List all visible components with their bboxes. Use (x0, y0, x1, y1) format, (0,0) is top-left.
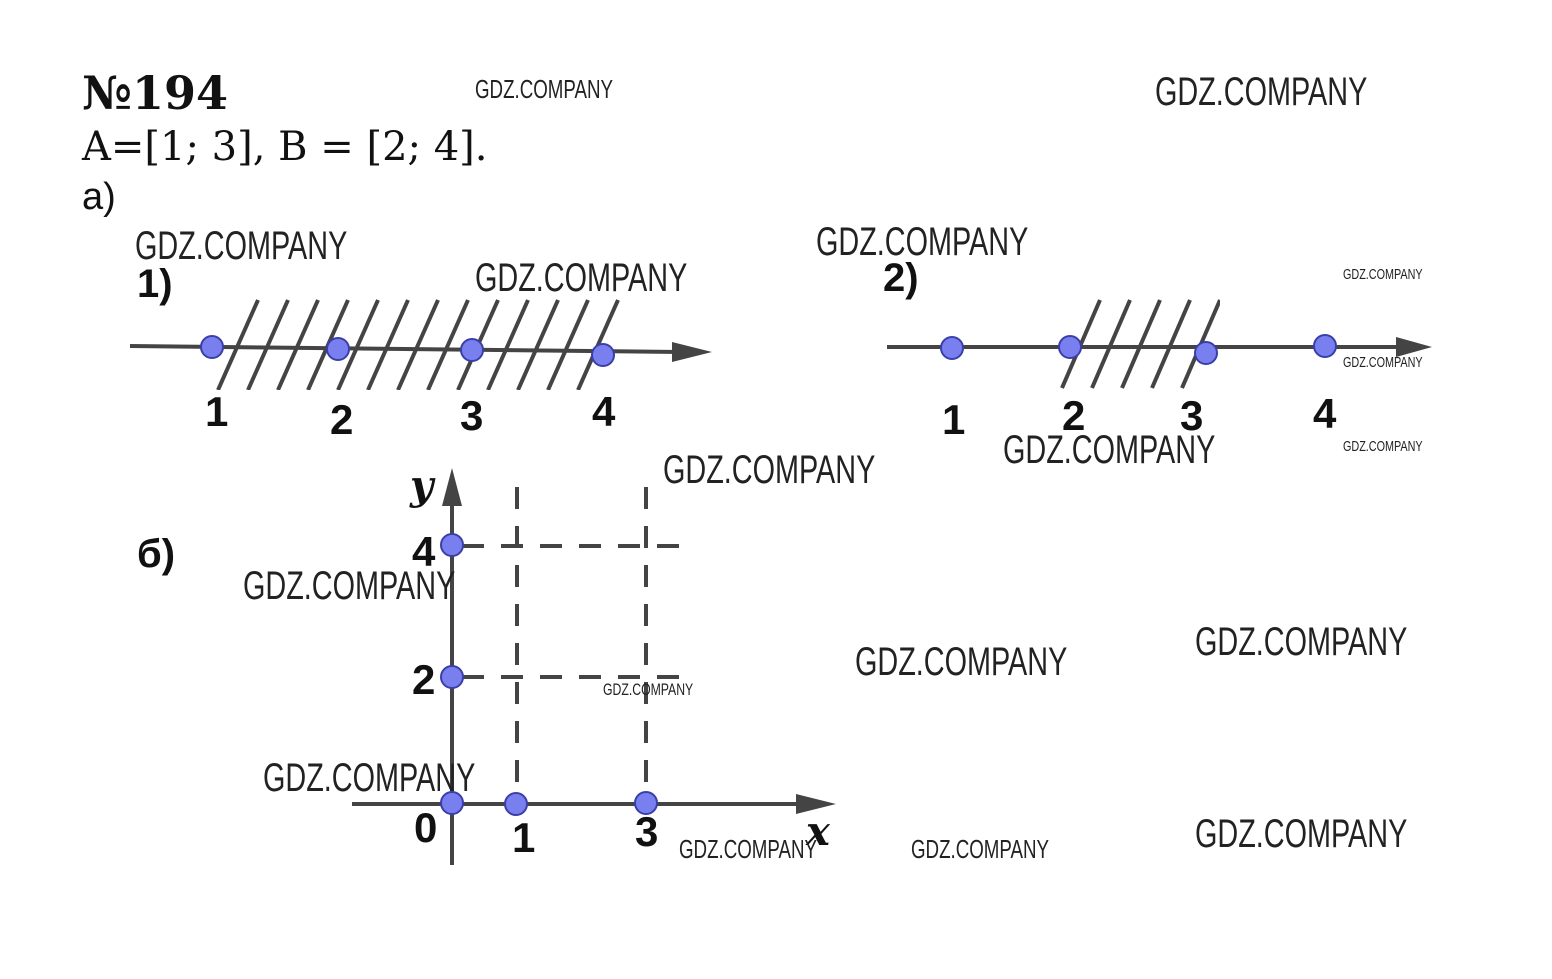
watermark: GDZ.COMPANY (663, 448, 876, 492)
watermark: GDZ.COMPANY (679, 834, 817, 864)
y-tick-4: 4 (412, 528, 436, 575)
sets-definition: A=[1; 3], B = [2; 4]. (82, 124, 488, 170)
line1-point-3 (460, 338, 484, 362)
watermark: GDZ.COMPANY (1343, 438, 1423, 455)
line2-tick-3: 3 (1180, 392, 1204, 439)
x-tick-1: 1 (512, 814, 536, 861)
watermark: GDZ.COMPANY (243, 564, 456, 608)
watermark: GDZ.COMPANY (475, 74, 613, 104)
coordinate-plane (352, 468, 836, 865)
line2-point-4 (1313, 334, 1337, 358)
watermark: GDZ.COMPANY (1195, 812, 1408, 856)
dashed-lines (462, 487, 690, 800)
line1-tick-3: 3 (460, 392, 484, 439)
line1-tick-2: 2 (330, 396, 354, 443)
watermark: GDZ.COMPANY (911, 834, 1049, 864)
watermark: GDZ.COMPANY (1155, 70, 1368, 114)
y-axis-arrow-icon (442, 468, 462, 506)
line1-point-1 (200, 335, 224, 359)
problem-number: №194 (82, 66, 229, 120)
x-axis-arrow-icon (796, 794, 836, 814)
line2-point-1 (940, 336, 964, 360)
watermark: GDZ.COMPANY (816, 220, 1029, 264)
x-point-1 (504, 792, 528, 816)
line2-tick-1: 1 (942, 396, 966, 443)
watermark: GDZ.COMPANY (263, 756, 476, 800)
y-point-2 (440, 665, 464, 689)
line2-hatching (1060, 299, 1220, 389)
y-point-4 (440, 533, 464, 557)
line1-tick-1: 1 (205, 388, 229, 435)
watermark: GDZ.COMPANY (475, 256, 688, 300)
x-point-3 (634, 791, 658, 815)
part-b-label: б) (137, 532, 176, 576)
line1-arrow-icon (672, 342, 712, 362)
part-a-label: а) (82, 176, 116, 218)
line2-tick-4: 4 (1313, 390, 1337, 437)
line1-point-2 (326, 337, 350, 361)
line2-tick-2: 2 (1062, 392, 1086, 439)
line1-tick-4: 4 (592, 388, 616, 435)
watermark: GDZ.COMPANY (603, 680, 694, 699)
watermark: GDZ.COMPANY (135, 224, 348, 268)
number-line-1 (129, 299, 712, 390)
line1-label: 1) (137, 262, 173, 306)
number-line-2 (887, 299, 1432, 389)
x-tick-3: 3 (635, 808, 659, 855)
watermark: GDZ.COMPANY (1195, 620, 1408, 664)
y-tick-2: 2 (412, 656, 436, 703)
watermark: GDZ.COMPANY (1003, 428, 1216, 472)
y-axis-label: y (410, 462, 434, 509)
watermark: GDZ.COMPANY (855, 640, 1068, 684)
watermark: GDZ.COMPANY (1343, 266, 1423, 283)
line2-point-3 (1194, 341, 1218, 365)
watermark: GDZ.COMPANY (1343, 354, 1423, 371)
x-tick-0: 0 (414, 804, 438, 851)
line1-point-4 (591, 343, 615, 367)
line2-label: 2) (883, 256, 919, 300)
origin-point (440, 791, 464, 815)
line2-point-2 (1058, 335, 1082, 359)
line1-hatching (216, 299, 620, 390)
x-axis-label: x (806, 808, 830, 855)
line2-arrow-icon (1396, 337, 1432, 357)
